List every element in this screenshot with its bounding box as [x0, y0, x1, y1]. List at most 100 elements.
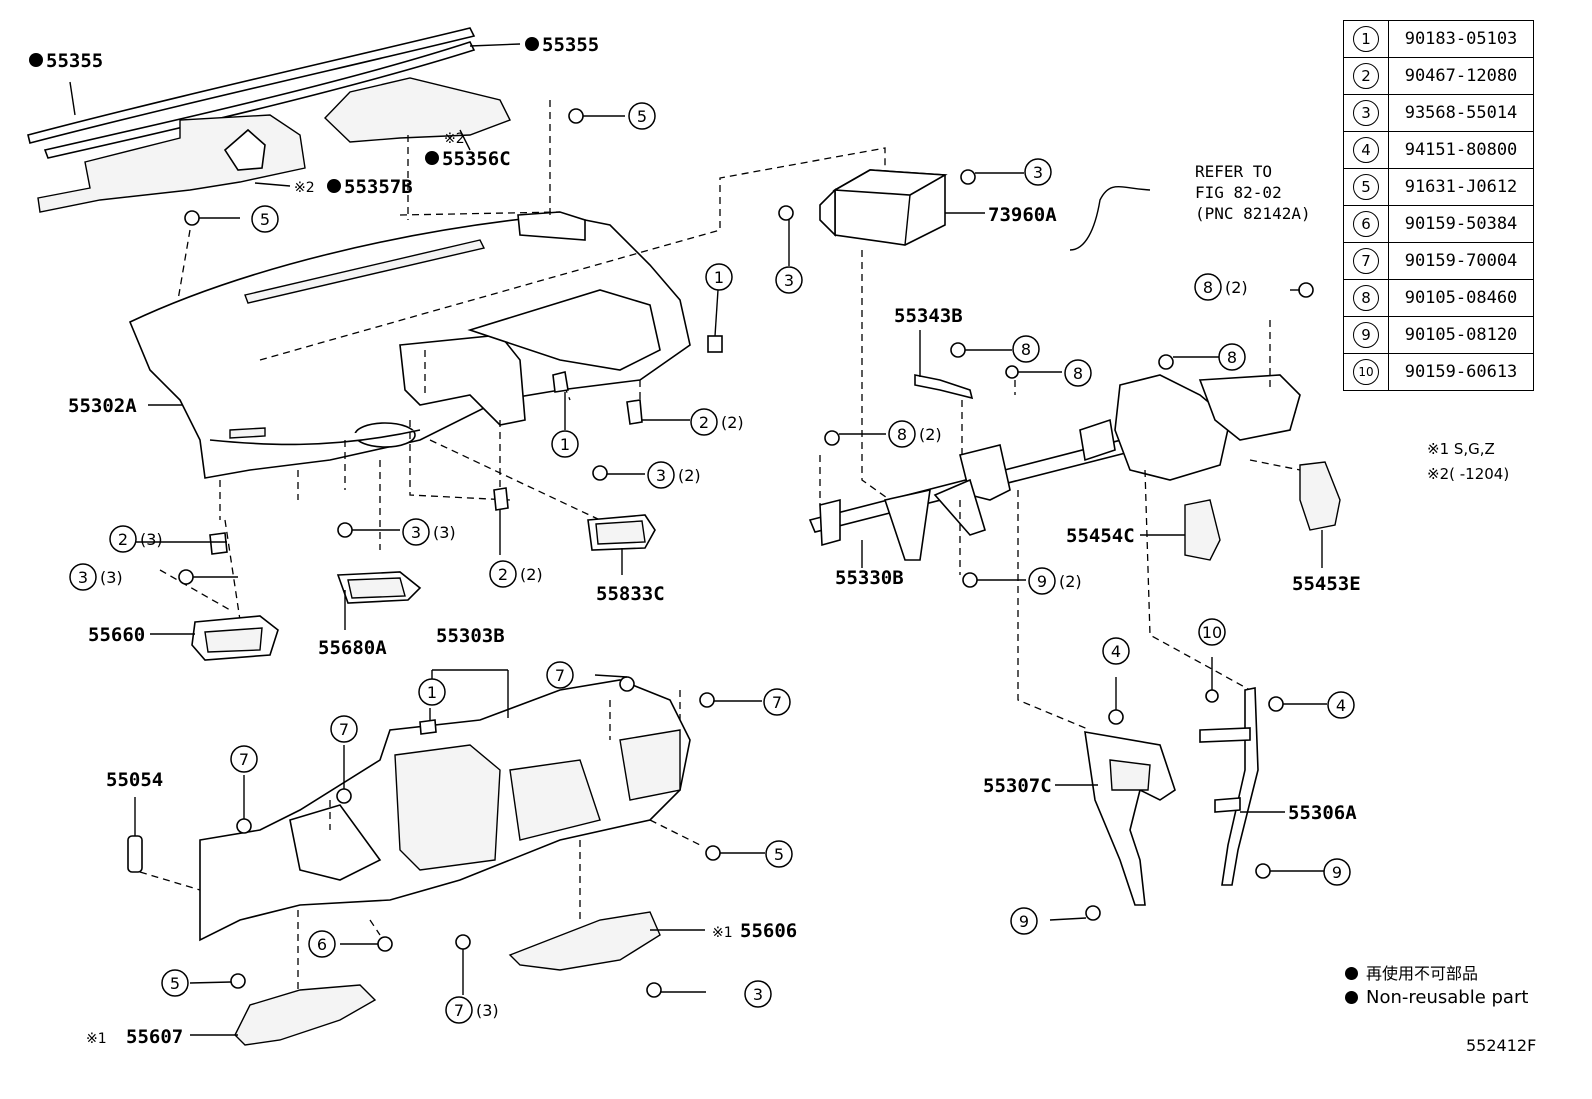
label-55607: 55607	[126, 1026, 183, 1048]
callout-7: 7	[230, 745, 258, 773]
callout-7: 7(3)	[445, 996, 499, 1024]
callout-number: 4	[1111, 642, 1121, 661]
label-55833c: 55833C	[596, 583, 665, 605]
callout-circle	[1218, 343, 1246, 371]
label-55355-left: 55355	[29, 50, 103, 72]
knee-pad-55453e	[1299, 461, 1341, 531]
callout-number: 5	[260, 210, 270, 229]
label-55307c: 55307C	[983, 775, 1052, 797]
legend-jp: 再使用不可部品	[1345, 960, 1478, 984]
callout-circle	[230, 745, 258, 773]
legend-en: Non-reusable part	[1345, 987, 1528, 1008]
callout-circle	[308, 930, 336, 958]
label-55355b: 55355	[542, 34, 599, 56]
brace-55307c	[1084, 731, 1176, 906]
callout-number: 2	[699, 413, 709, 432]
guide-lines-panel	[159, 100, 886, 621]
callout-4: 4	[1327, 691, 1355, 719]
callout-quantity: (2)	[520, 565, 543, 584]
bullet-icon	[1345, 991, 1358, 1004]
parts-row-partno: 94151-80800	[1388, 131, 1534, 169]
callout-number: 3	[753, 985, 763, 1004]
callout-circle	[109, 525, 137, 553]
lower-panel-55303b	[199, 679, 691, 942]
callout-circle	[744, 980, 772, 1008]
callout-number: 3	[1033, 163, 1043, 182]
callout-3: 3	[744, 980, 772, 1008]
callout-circle	[551, 430, 579, 458]
callout-circle	[251, 205, 279, 233]
guide-lines-beam	[819, 320, 1301, 731]
knee-pad-55454c	[1184, 499, 1221, 561]
callout-circle	[418, 678, 446, 706]
callout-number: 8	[1227, 348, 1237, 367]
callout-number: 5	[170, 974, 180, 993]
callout-circle	[763, 688, 791, 716]
callout-1: 1	[705, 263, 733, 291]
callout-circle	[489, 560, 517, 588]
callout-number: 4	[1336, 696, 1346, 715]
callout-3: 3	[1024, 158, 1052, 186]
parts-row-number: 4	[1343, 131, 1389, 169]
callout-2: 2(2)	[489, 560, 543, 588]
parts-row-partno: 90159-60613	[1388, 353, 1534, 391]
callout-number: 1	[560, 435, 570, 454]
callout-circle	[628, 102, 656, 130]
callout-3: 3	[775, 266, 803, 294]
label-55680a: 55680A	[318, 637, 387, 659]
callout-circles: 5533112(2)3(2)2(3)3(3)3(3)2(2)8(2)8888(2…	[69, 102, 1355, 1024]
reinforcement-beam-55330b	[808, 374, 1301, 561]
clip-1	[419, 719, 437, 735]
fasteners-lower	[189, 674, 765, 998]
callout-number: 3	[78, 568, 88, 587]
callout-number: 6	[317, 935, 327, 954]
callout-circle	[445, 996, 473, 1024]
note-mark-x1b: ※1	[86, 1031, 107, 1047]
side-vent-55660	[191, 615, 279, 661]
wire-harness	[1069, 186, 1151, 251]
parts-row-number: 7	[1343, 242, 1389, 280]
callout-8: 8	[1064, 359, 1092, 387]
callout-9: 9	[1010, 907, 1038, 935]
callout-3: 3(3)	[69, 563, 123, 591]
parts-row-number: 3	[1343, 94, 1389, 132]
callout-3: 3(3)	[402, 518, 456, 546]
parts-row-number: 6	[1343, 205, 1389, 243]
callout-9: 9	[1323, 858, 1351, 886]
callout-circle	[69, 563, 97, 591]
callout-5: 5	[765, 840, 793, 868]
callout-circle	[546, 661, 574, 689]
fasteners-lower-right	[1049, 657, 1327, 921]
callout-1: 1	[551, 430, 579, 458]
label-73960a: 73960A	[988, 204, 1057, 226]
callout-number: 8	[897, 425, 907, 444]
callout-circle	[1064, 359, 1092, 387]
callout-circle	[1028, 567, 1056, 595]
leader-lines-top-left	[69, 43, 521, 301]
callout-number: 7	[555, 666, 565, 685]
brace-55306a	[1199, 687, 1259, 886]
parts-row-partno: 90159-70004	[1388, 242, 1534, 280]
callout-7: 7	[763, 688, 791, 716]
callout-quantity: (3)	[433, 523, 456, 542]
callout-circle	[1327, 691, 1355, 719]
figure-code: 552412F	[1466, 1036, 1537, 1055]
callout-number: 7	[454, 1001, 464, 1020]
callout-circle	[888, 420, 916, 448]
cover-55607	[234, 984, 377, 1046]
callout-10: 10	[1198, 618, 1226, 646]
callout-7: 7	[330, 715, 358, 743]
parts-row-number: 2	[1343, 57, 1389, 95]
callout-5: 5	[161, 969, 189, 997]
callout-circle	[647, 461, 675, 489]
callout-number: 7	[239, 750, 249, 769]
callout-4: 4	[1102, 637, 1130, 665]
refer-line-1: REFER TO	[1195, 162, 1272, 181]
note-mark-x1a: ※1	[712, 925, 733, 941]
callout-circle	[765, 840, 793, 868]
callout-8: 8	[1012, 335, 1040, 363]
